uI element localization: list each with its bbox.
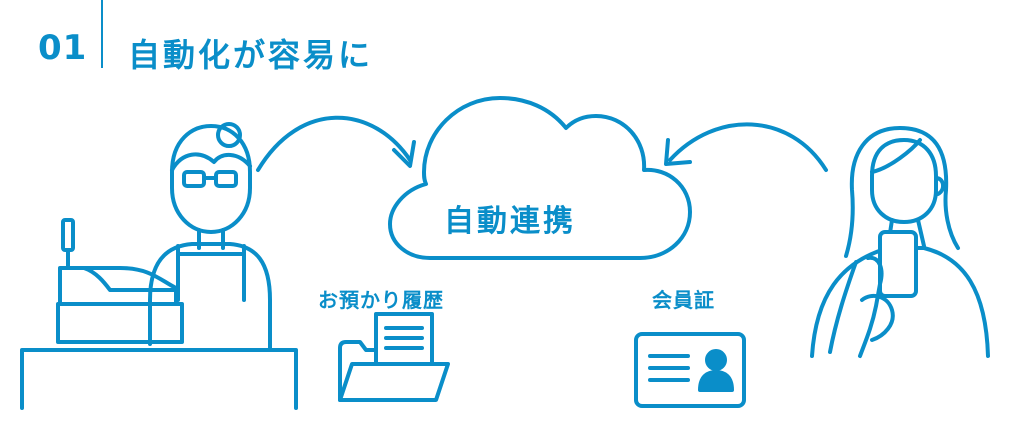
history-label: お預かり履歴	[318, 288, 444, 312]
cash-register-icon	[20, 218, 298, 410]
section-title: 自動化が容易に	[128, 36, 374, 74]
member-card-icon	[634, 332, 746, 408]
cloud-label: 自動連携	[444, 204, 576, 239]
folder-document-icon	[338, 312, 450, 402]
cashier-person-icon	[148, 122, 272, 350]
curved-arrow-icon-left	[256, 115, 416, 172]
section-number: 01	[38, 28, 88, 68]
header-divider	[101, 0, 103, 68]
curved-arrow-icon-right	[664, 122, 828, 172]
cloud-icon	[388, 96, 692, 260]
member-card-label: 会員証	[652, 288, 715, 312]
smartphone-user-icon	[810, 126, 990, 358]
